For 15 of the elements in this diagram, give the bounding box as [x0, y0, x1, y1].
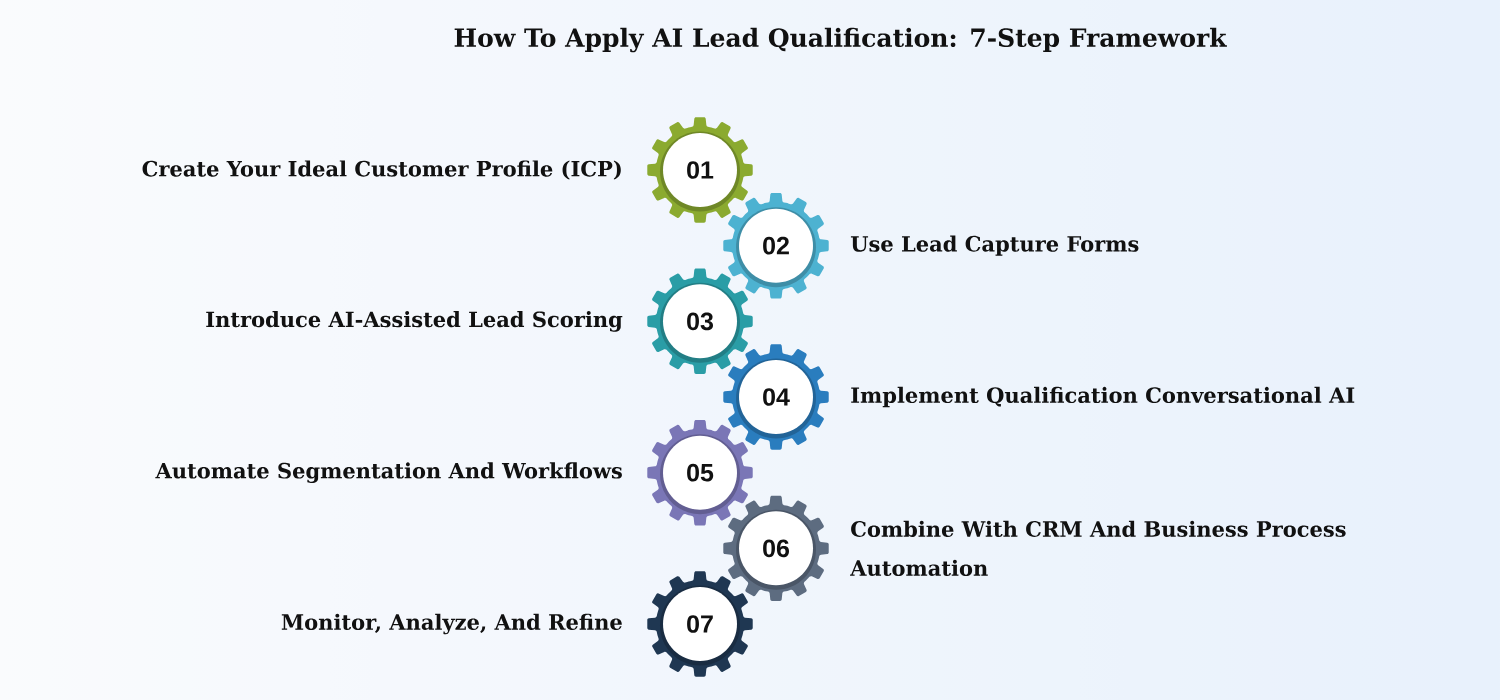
step-label: Implement Qualification Conversational AI	[851, 386, 1355, 408]
step-label: Combine With CRM And Business Process Automation	[850, 520, 1346, 576]
step-label: Automate Segmentation And Workflows	[155, 462, 622, 483]
title: How To Apply AI Lead Qualification: 7-Step Framework	[454, 27, 1227, 53]
gear-node: 01	[647, 117, 753, 223]
step-label: Introduce AI-Assisted Lead Scoring	[206, 311, 623, 332]
gear-node: 06	[723, 495, 829, 602]
gear-node: 04	[723, 344, 829, 450]
gear-node: 03	[647, 268, 753, 375]
gear-node: 07	[647, 571, 753, 677]
step-label: Create Your Ideal Customer Profile (ICP)	[142, 160, 621, 180]
step-label: Monitor, Analyze, And Refine	[281, 613, 622, 635]
gear-node: 05	[647, 419, 753, 526]
gear-node: 02	[723, 192, 829, 299]
step-label: Use Lead Capture Forms	[850, 235, 1139, 256]
